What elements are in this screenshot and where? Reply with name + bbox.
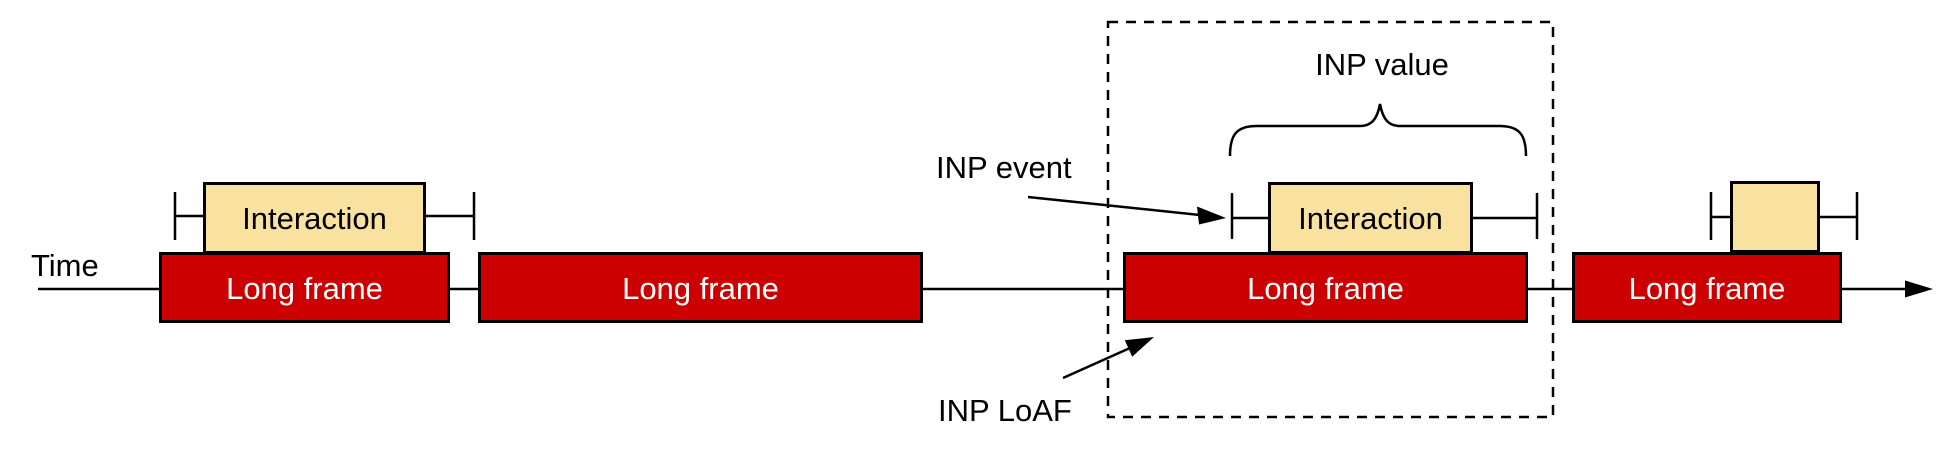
interaction-2-label: Interaction: [1298, 200, 1443, 236]
long-frame-3-label: Long frame: [1247, 271, 1404, 306]
inp-event-label: INP event: [936, 150, 1072, 185]
inp-event-arrow-line: [1027, 195, 1201, 217]
interaction-1: Interaction: [203, 182, 426, 254]
long-frame-1-label: Long frame: [226, 271, 383, 306]
interaction-3-whiskers: [1709, 192, 1859, 240]
long-frame-3: Long frame: [1123, 252, 1528, 323]
interaction-3: [1730, 181, 1820, 253]
long-frame-2-label: Long frame: [622, 271, 779, 306]
inp-loaf-arrowhead-icon: [1124, 337, 1154, 357]
inp-loaf-dashed-region: [1106, 20, 1555, 419]
long-frame-4: Long frame: [1572, 252, 1842, 323]
time-axis-label: Time: [31, 248, 99, 283]
inp-loaf-arrow-line: [1062, 346, 1131, 380]
long-frame-1: Long frame: [159, 252, 450, 323]
interaction-2: Interaction: [1268, 182, 1473, 254]
inp-loaf-label: INP LoAF: [938, 393, 1072, 428]
interaction-1-whiskers: [173, 192, 476, 240]
interaction-1-label: Interaction: [242, 200, 387, 236]
inp-event-arrowhead-icon: [1197, 206, 1226, 225]
long-frame-2: Long frame: [478, 252, 923, 323]
inp-value-brace: [1228, 103, 1528, 157]
interaction-2-whiskers: [1230, 193, 1539, 239]
inp-value-label: INP value: [1315, 47, 1449, 82]
timeline-arrowhead-icon: [1905, 280, 1933, 298]
long-frame-4-label: Long frame: [1628, 271, 1786, 306]
